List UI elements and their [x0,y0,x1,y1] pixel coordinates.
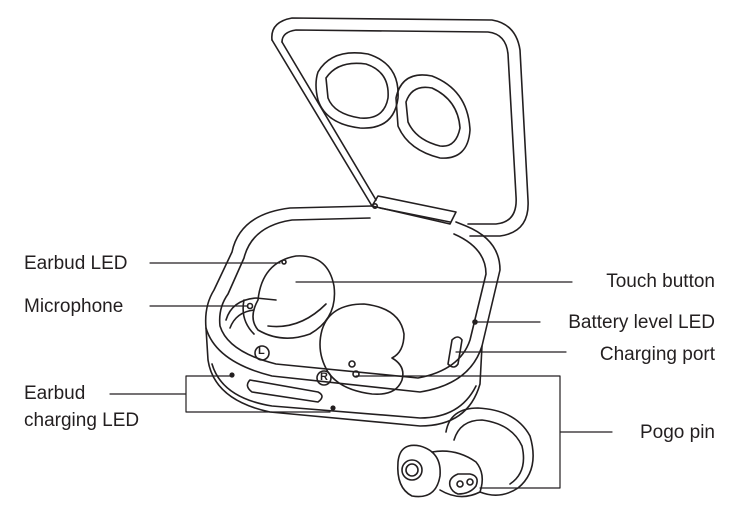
label-microphone: Microphone [24,296,124,317]
callout-lines [109,262,613,489]
leader-earbud-charging-led [109,375,331,413]
label-earbud-led: Earbud LED [24,253,128,274]
charging-port [447,336,463,368]
right-earbud-cavity [319,303,405,396]
earbud-led-dot [281,259,287,265]
l-marker-circle [254,345,270,361]
label-touch-button: Touch button [606,271,715,292]
label-battery-level-led: Battery level LED [568,312,715,333]
label-earbud-charging-led: Earbud charging LED [24,383,140,431]
hinge [371,195,457,225]
label-charging-port: Charging port [599,344,715,365]
left-bud-marker: L [258,345,265,357]
left-earbud-in-case [225,255,336,339]
r-marker-circle [316,370,332,386]
lid-earbud-cavity-left [315,52,399,129]
leader-pogo-pin [355,375,613,489]
case-lid [271,17,529,237]
pogo-pins [448,473,478,495]
lid-earbud-cavity-right [395,74,471,159]
loose-earbud [396,407,534,498]
charging-led-dot-right [330,405,336,411]
label-pogo-pin: Pogo pin [639,422,715,443]
earbud-charging-led-slot [246,379,323,403]
battery-level-led-dot [472,319,478,325]
right-bud-marker: R [320,371,328,383]
case-base [204,205,501,427]
